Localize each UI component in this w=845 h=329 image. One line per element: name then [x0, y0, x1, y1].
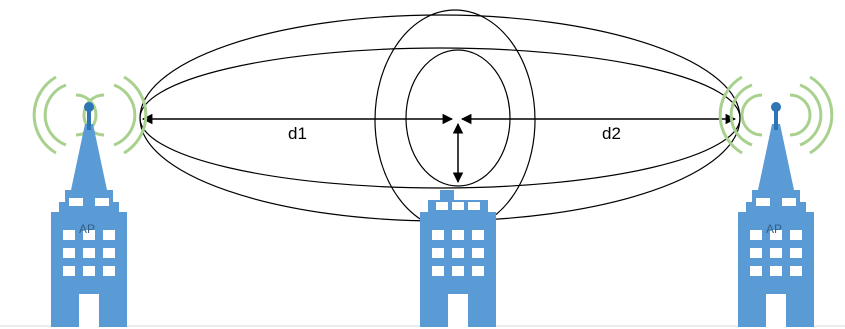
right-signal-wave-icon	[718, 75, 834, 155]
left-ap-label: AP	[79, 222, 95, 236]
left-signal-wave-icon	[32, 75, 148, 155]
right-ap-label: AP	[766, 222, 782, 236]
inner-fresnel-ellipse	[139, 47, 741, 189]
d2-label: d2	[602, 124, 621, 143]
right-ap-building-icon	[738, 102, 814, 327]
d1-label: d1	[288, 124, 307, 143]
cross-section-outer-circle	[374, 9, 536, 231]
left-ap-building-icon	[51, 102, 127, 327]
middle-building-icon	[420, 190, 496, 327]
